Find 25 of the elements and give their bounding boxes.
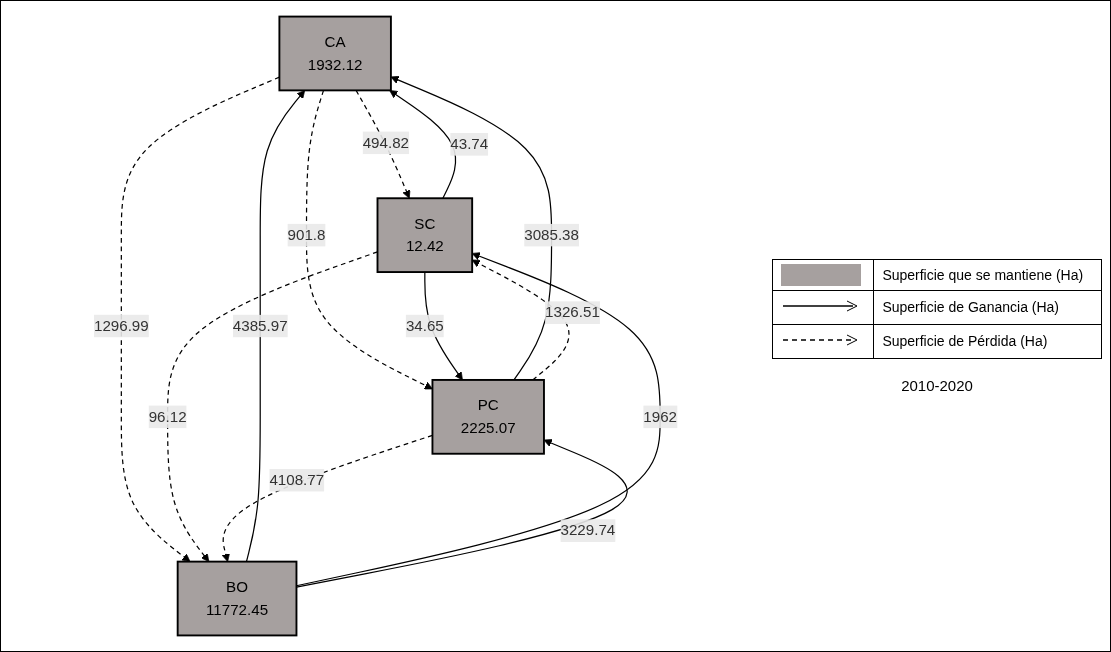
edge-label: 43.74 [450,135,489,152]
legend-text: Superficie de Pérdida (Ha) [873,324,1102,358]
edge-label: 494.82 [362,134,409,151]
arrow [305,89,433,390]
edge-label: 901.8 [287,226,326,243]
node-box: CA 1932.12 [278,15,392,92]
edge-label: 34.65 [405,317,444,334]
node-box: BO 11772.45 [176,560,298,637]
edge-label: 4108.77 [269,471,325,488]
edge-label: 96.12 [148,408,187,425]
edge-label: 1296.99 [93,317,149,334]
edge-label: 4385.97 [232,317,288,334]
arrow [389,90,457,199]
arrow [120,76,280,562]
edge-label: 3229.74 [560,522,616,539]
edge-label: 3085.38 [524,226,579,243]
edge-label: 1962 [643,408,678,425]
arrow [355,89,411,199]
edge-label: 1326.51 [545,304,600,321]
node-box: SC 12.42 [376,197,474,273]
legend-text: Superficie que se mantiene (Ha) [873,259,1102,290]
period-label: 2010-2020 [900,376,974,394]
node-box: PC 2225.07 [431,379,545,455]
legend-text: Superficie de Ganancia (Ha) [873,290,1102,324]
arrow [245,90,306,563]
